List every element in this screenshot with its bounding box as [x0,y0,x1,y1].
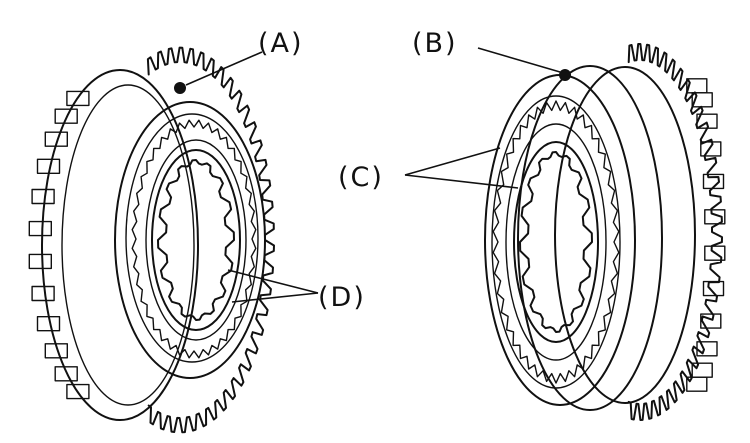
gear-tooth [702,173,725,190]
gear-tooth [36,316,61,332]
left-gear-rear-rim-inner [61,84,195,406]
right-gear-assembly [484,43,726,421]
right-gear-splined-bore [519,151,593,333]
right-gear-hub-ring [513,141,599,343]
gear-tooth [28,253,52,270]
right-gear-face-inner [505,123,607,361]
gear-tooth [31,285,55,302]
gear-tooth [691,92,713,108]
gear-tooth [702,280,725,297]
gear-tooth [686,376,708,392]
gear-tooth [44,131,68,147]
gear-tooth [704,209,726,225]
right-gear-cone-teeth [492,100,620,384]
right-gear-rim-back [554,66,696,404]
gear-tooth [66,383,90,400]
right-gear-rim [517,65,663,411]
label-d: (D) [318,282,366,313]
gear-tooth [28,220,52,237]
gear-tooth [700,141,722,157]
label-a: (A) [258,28,304,59]
gear-tooth [36,158,61,175]
label-b: (B) [412,28,458,59]
gear-tooth [44,343,68,359]
gear-tooth [691,362,713,378]
leader-b [477,47,561,73]
leader-d-lower [231,292,319,303]
gear-tooth [54,108,78,124]
gear-tooth [696,341,718,357]
leader-c-upper [404,147,501,176]
marker-dot-b [559,69,571,81]
gear-tooth [696,113,718,129]
left-gear-assembly [28,46,275,434]
right-gear-face-mid [491,95,621,389]
marker-dot-a [174,82,186,94]
left-gear-rear-rim [41,69,199,421]
left-gear-splined-bore [157,159,235,321]
gear-tooth [700,313,722,329]
label-c: (C) [338,162,384,193]
left-gear-hub-ring [151,149,241,331]
leader-d-upper [227,269,319,294]
gear-tooth [54,366,78,382]
gear-tooth [31,188,55,205]
right-gear-side-teeth [686,78,726,392]
left-gear-face-ring-mid [125,113,259,363]
leader-c-lower [404,174,519,189]
right-gear-outer-teeth [627,43,723,421]
left-gear-cone-teeth [131,119,257,359]
gear-tooth [704,245,726,261]
leader-a [185,51,263,86]
left-gear-face-ring-inner [145,139,247,341]
leader-lines [185,47,561,303]
gear-tooth [66,90,90,107]
left-gear-face-ring-outer [114,101,266,379]
left-gear-side-teeth [28,90,90,400]
